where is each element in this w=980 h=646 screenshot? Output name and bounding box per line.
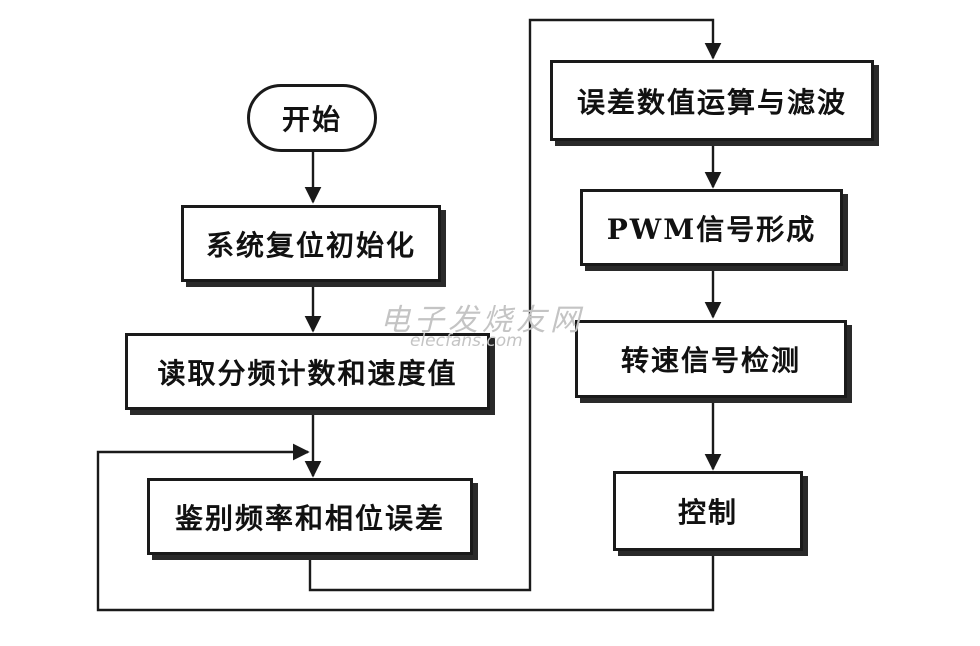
- step-pwm-generation: PWM信号形成: [580, 189, 843, 266]
- connector-detect-to-filter: [308, 18, 722, 592]
- step-read-divider-and-speed: 读取分频计数和速度值: [125, 333, 490, 410]
- step-control: 控制: [613, 471, 803, 551]
- step-system-reset-init: 系统复位初始化: [181, 205, 441, 282]
- step-speed-signal-detection: 转速信号检测: [575, 320, 847, 398]
- step-error-calc-and-filter: 误差数值运算与滤波: [550, 60, 874, 141]
- step-detect-frequency-phase-error: 鉴别频率和相位误差: [147, 478, 473, 555]
- start-terminal: 开始: [247, 84, 377, 152]
- feedback-loop-control-to-detect: [96, 443, 715, 612]
